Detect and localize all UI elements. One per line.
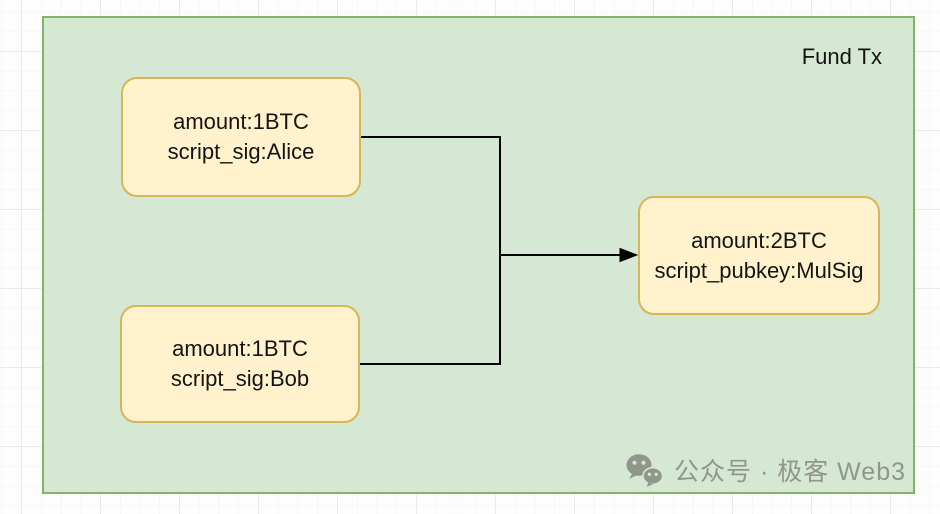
wechat-icon (626, 454, 664, 487)
node-input-bob: amount:1BTC script_sig:Bob (120, 305, 360, 423)
node-text-line: script_sig:Bob (170, 366, 310, 391)
watermark: 公众号 · 极客 Web3 (624, 452, 906, 488)
node-text-line: amount:1BTC (173, 109, 309, 134)
node-text-line: amount:2BTC (691, 227, 827, 253)
group-title: Fund Tx (801, 44, 882, 69)
node-output-multisig: amount:2BTC script_pubkey:MulSig (638, 196, 880, 315)
node-text-line: script_sig:Alice (167, 139, 315, 164)
node-text-line: script_pubkey:MulSig (654, 257, 864, 283)
node-text-line: amount:1BTC (172, 336, 308, 361)
watermark-text: 公众号 · 极客 Web3 (674, 458, 907, 486)
node-input-alice: amount:1BTC script_sig:Alice (121, 77, 361, 197)
